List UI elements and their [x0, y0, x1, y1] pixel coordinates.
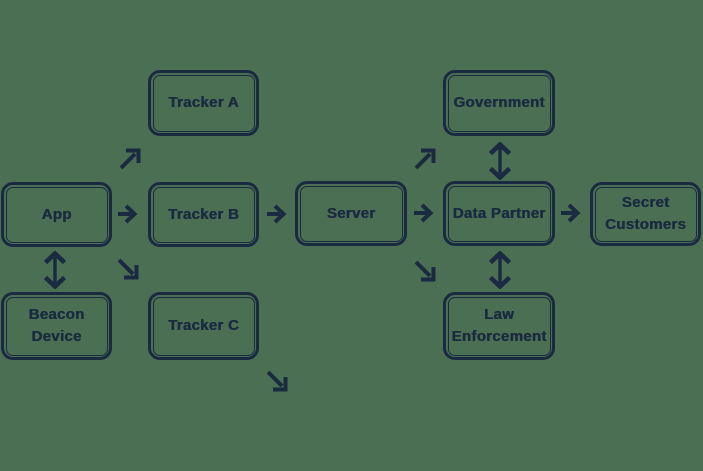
arrow-tracker-b-to-server — [265, 201, 291, 227]
arrow-right-icon — [118, 204, 138, 224]
node-law-enforcement-label: Law Enforcement — [451, 306, 547, 345]
node-data-partner: Data Partner — [443, 181, 555, 246]
arrow-up-down-icon — [488, 142, 512, 180]
arrow-up-right-icon — [414, 148, 436, 170]
node-server: Server — [295, 181, 407, 246]
arrow-down-right-icon — [414, 260, 436, 282]
node-app-label: App — [41, 205, 72, 223]
node-tracker-c: Tracker C — [148, 292, 259, 360]
arrow-app-to-tracker-a — [117, 146, 143, 172]
node-government-label: Government — [453, 94, 545, 111]
node-secret-customers-label: Secret Customers — [604, 194, 687, 233]
node-beacon-device-label: Beacon Device — [28, 306, 85, 345]
node-government: Government — [443, 70, 555, 136]
node-tracker-a-label: Tracker A — [168, 94, 239, 111]
arrow-up-down-icon — [43, 251, 67, 289]
arrow-data-partner-law-enforcement-bidirectional — [485, 251, 515, 289]
node-server-label: Server — [326, 204, 376, 222]
node-law-enforcement: Law Enforcement — [443, 292, 555, 360]
arrow-down-right-icon — [266, 370, 288, 392]
node-app: App — [1, 182, 112, 247]
arrow-app-to-tracker-b — [116, 201, 142, 227]
node-beacon-device: Beacon Device — [1, 292, 112, 360]
arrow-tracker-c-to-offscreen — [264, 368, 290, 394]
arrow-right-icon — [561, 203, 581, 223]
arrow-server-to-data-partner — [412, 200, 438, 226]
arrow-up-right-icon — [119, 148, 141, 170]
arrow-up-down-icon — [488, 251, 512, 289]
arrow-data-partner-to-secret-customers — [559, 200, 585, 226]
node-tracker-b-label: Tracker B — [167, 205, 240, 223]
arrow-right-icon — [267, 204, 287, 224]
arrow-server-to-law-enforcement — [412, 258, 438, 284]
node-tracker-a: Tracker A — [148, 70, 259, 136]
arrow-government-data-partner-bidirectional — [485, 142, 515, 180]
arrow-right-icon — [414, 203, 434, 223]
arrow-down-right-icon — [117, 258, 139, 280]
node-data-partner-label: Data Partner — [452, 204, 546, 222]
node-tracker-b: Tracker B — [148, 182, 259, 247]
arrow-app-to-tracker-c — [115, 256, 141, 282]
node-secret-customers: Secret Customers — [590, 182, 701, 246]
arrow-app-beacon-device-bidirectional — [40, 251, 70, 289]
node-tracker-c-label: Tracker C — [167, 317, 240, 334]
arrow-server-to-government — [412, 146, 438, 172]
